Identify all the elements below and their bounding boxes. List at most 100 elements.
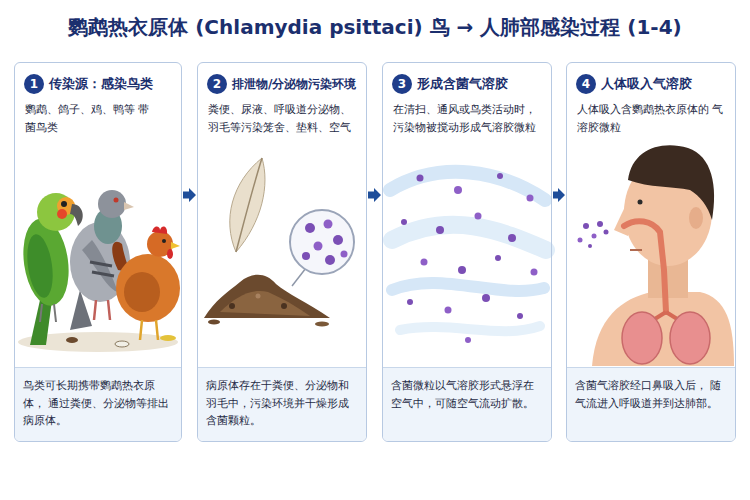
callout-number: 4 <box>582 78 590 90</box>
aerosol-illustration-part <box>392 225 546 250</box>
process-panel: 传染源：感染鸟类鹦鹉、鸽子、鸡、鸭等 带菌鸟类鸟类可长期携带鹦鹉热衣原体， 通过… <box>14 62 182 442</box>
aerosol-illustration-part <box>407 299 413 305</box>
contamination-illustration-part <box>341 251 348 258</box>
human-illustration-part <box>588 244 592 248</box>
step-caption: 病原体存在于粪便、分泌物和 羽毛中，污染环境并干燥形成 含菌颗粒。 <box>206 377 359 430</box>
bird-illustration-part <box>124 272 160 312</box>
caption-band: 含菌微粒以气溶胶形式悬浮在 空气中，可随空气流动扩散。 <box>383 367 551 441</box>
contamination-illustration <box>204 158 354 327</box>
bird-illustration-part <box>18 215 74 308</box>
step-number-badge: 1 <box>24 74 44 94</box>
bird-illustration-part <box>24 233 57 300</box>
contamination-illustration-part <box>325 255 335 265</box>
step-number-badge: 3 <box>392 74 412 94</box>
human-illustration-part <box>622 312 662 364</box>
step-description: 鹦鹉、鸽子、鸡、鸭等 带菌鸟类 <box>25 101 151 136</box>
aerosol-illustration-part <box>392 283 544 291</box>
contamination-illustration-part <box>305 223 315 233</box>
human-illustration-part <box>578 238 583 243</box>
step-heading: 人体吸入气溶胶 <box>601 74 692 94</box>
contamination-illustration-part <box>290 210 354 274</box>
aerosol-illustration-part <box>482 294 490 302</box>
aerosol-illustration-part <box>401 219 407 225</box>
bird-illustration-part <box>115 341 129 347</box>
human-illustration-part <box>670 312 710 364</box>
caption-band: 鸟类可长期携带鹦鹉热衣原体， 通过粪便、分泌物等排出病原体。 <box>15 367 181 441</box>
human-illustration-part <box>638 200 643 205</box>
caption-band: 含菌气溶胶经口鼻吸入后， 随气流进入呼吸道并到达肺部。 <box>567 367 735 441</box>
bird-illustration-part <box>167 249 173 259</box>
human-illustration-part <box>628 145 714 220</box>
aerosol-illustration-part <box>390 172 545 200</box>
flow-arrow <box>368 188 381 202</box>
human-illustration-part <box>630 249 642 251</box>
bird-illustration-part <box>116 254 180 322</box>
bird-illustration-part <box>171 242 180 249</box>
aerosol-illustration-part <box>475 213 482 220</box>
contamination-illustration-part <box>333 235 343 245</box>
diagram-title: 鹦鹉热衣原体 (Chlamydia psittaci) 鸟 → 人肺部感染过程 … <box>0 14 750 41</box>
caption-band: 病原体存在于粪便、分泌物和 羽毛中，污染环境并干燥形成 含菌颗粒。 <box>198 367 366 441</box>
contamination-illustration-part <box>230 158 265 252</box>
human-illustration-part <box>597 221 603 227</box>
contamination-illustration-part <box>220 291 310 316</box>
bird-illustration-part <box>162 239 166 243</box>
callout-number: 3 <box>398 78 406 90</box>
step-number-badge: 4 <box>576 74 596 94</box>
aerosol-illustration-part <box>436 226 444 234</box>
process-panel: 人体吸入气溶胶人体吸入含鹦鹉热衣原体的 气溶胶微粒含菌气溶胶经口鼻吸入后， 随气… <box>566 62 736 442</box>
contamination-illustration-part <box>324 220 333 229</box>
human-illustration-part <box>624 221 666 312</box>
contamination-illustration-part <box>302 252 310 260</box>
contamination-illustration-part <box>229 303 235 309</box>
aerosol-illustration <box>390 172 546 343</box>
aerosol-illustration-part <box>458 266 466 274</box>
process-panel: 排泄物/分泌物污染环境粪便、尿液、呼吸道分泌物、 羽毛等污染笼舍、垫料、空气病原… <box>197 62 367 442</box>
step-description: 在清扫、通风或鸟类活动时， 污染物被搅动形成气溶胶微粒 <box>393 101 549 136</box>
bird-illustration-part <box>40 304 56 322</box>
step-heading: 传染源：感染鸟类 <box>49 74 153 94</box>
bird-illustration-part <box>98 190 126 218</box>
aerosol-illustration-part <box>508 234 516 242</box>
step-caption: 含菌微粒以气溶胶形式悬浮在 空气中，可随空气流动扩散。 <box>391 377 544 412</box>
contamination-illustration-part <box>236 158 262 252</box>
contamination-illustration-part <box>281 303 287 309</box>
contamination-illustration-part <box>315 322 329 327</box>
contamination-illustration-part <box>208 320 220 325</box>
aerosol-illustration-part <box>495 255 501 261</box>
step-heading: 形成含菌气溶胶 <box>417 74 508 94</box>
aerosol-illustration-part <box>531 269 538 276</box>
human-illustration-part <box>604 230 609 235</box>
bird-illustration-part <box>114 198 119 203</box>
aerosol-illustration-part <box>421 259 428 266</box>
aerosol-illustration-part <box>527 195 534 202</box>
contamination-illustration-part <box>292 268 306 286</box>
process-panel: 形成含菌气溶胶在清扫、通风或鸟类活动时， 污染物被搅动形成气溶胶微粒含菌微粒以气… <box>382 62 552 442</box>
bird-illustration-part <box>152 227 167 235</box>
bird-illustration-part <box>66 337 78 343</box>
flow-arrow <box>183 188 196 202</box>
bird-illustration-part <box>70 204 83 226</box>
human-illustration-part <box>592 234 597 239</box>
aerosol-illustration-part <box>517 313 523 319</box>
contamination-illustration-part <box>256 294 261 299</box>
step-caption: 鸟类可长期携带鹦鹉热衣原体， 通过粪便、分泌物等排出病原体。 <box>23 377 174 430</box>
bird-illustration-part <box>61 201 67 207</box>
bird-illustration-part <box>57 209 67 219</box>
aerosol-illustration-part <box>454 186 462 194</box>
bird-illustration-part <box>140 320 158 340</box>
step-number-badge: 2 <box>207 74 227 94</box>
callout-number: 1 <box>30 78 38 90</box>
aerosol-illustration-part <box>497 173 503 179</box>
bird-illustration-part <box>90 262 114 276</box>
aerosol-illustration-part <box>445 307 452 314</box>
human-illustration-part <box>689 207 703 229</box>
contamination-illustration-part <box>204 275 330 318</box>
bird-illustration-part <box>94 300 110 320</box>
step-description: 人体吸入含鹦鹉热衣原体的 气溶胶微粒 <box>577 101 727 136</box>
human-illustration-part <box>583 223 589 229</box>
aerosol-illustration-part <box>400 326 540 331</box>
bird-illustration <box>18 190 180 352</box>
contamination-illustration-part <box>314 242 323 251</box>
